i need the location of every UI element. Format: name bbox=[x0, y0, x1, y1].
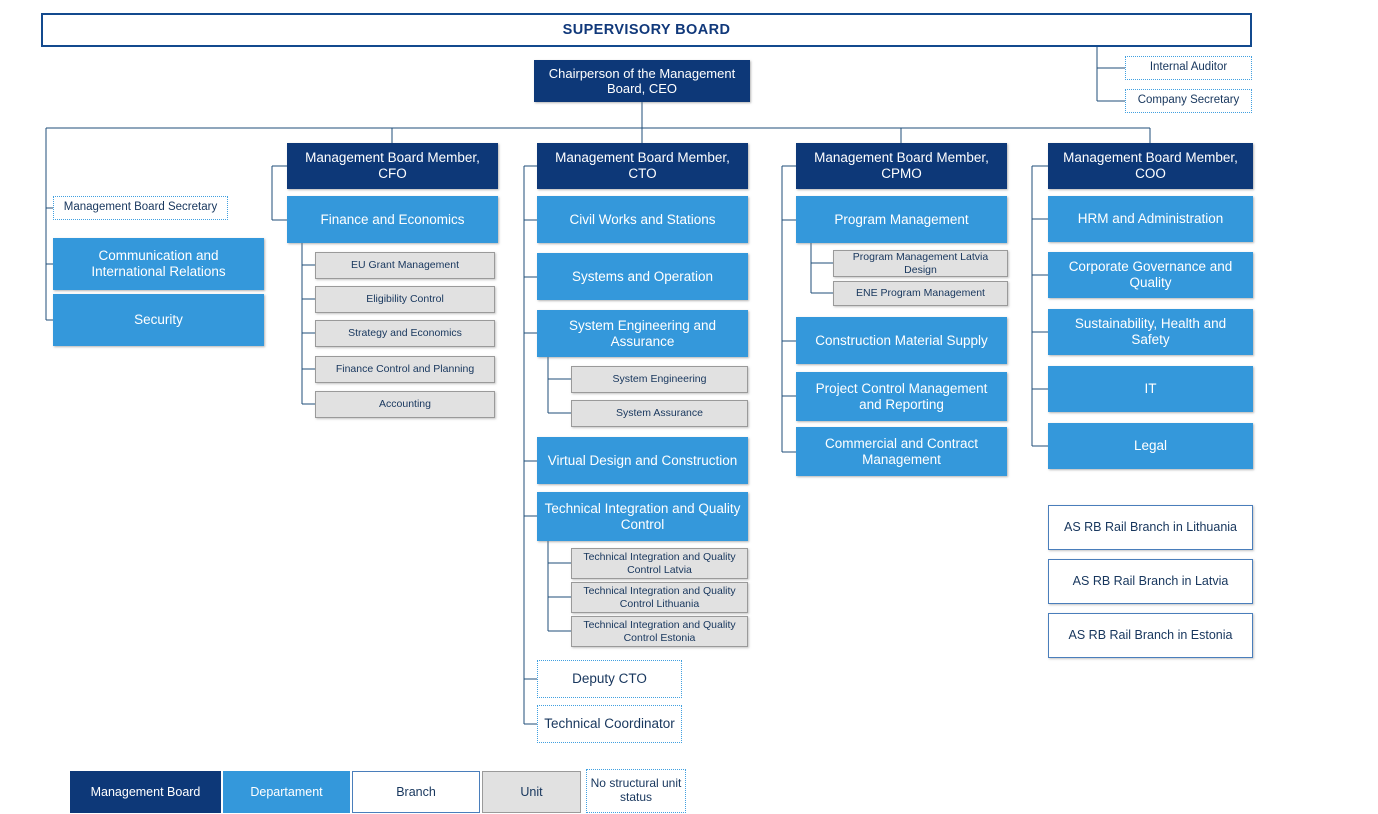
legend-label: Departament bbox=[250, 784, 323, 799]
node-tiqc-estonia[interactable]: Technical Integration and Quality Contro… bbox=[571, 616, 748, 647]
node-eligibility-control[interactable]: Eligibility Control bbox=[315, 286, 495, 313]
node-finance-and-economics[interactable]: Finance and Economics bbox=[287, 196, 498, 243]
node-label: Eligibility Control bbox=[366, 293, 444, 306]
node-civil-works-and-stations[interactable]: Civil Works and Stations bbox=[537, 196, 748, 243]
node-label: ENE Program Management bbox=[856, 287, 985, 300]
node-label: Technical Integration and Quality Contro… bbox=[583, 619, 736, 644]
legend-item-management-board: Management Board bbox=[70, 771, 221, 813]
node-label: Management Board Member, CFO bbox=[305, 150, 480, 181]
node-systems-and-operation[interactable]: Systems and Operation bbox=[537, 253, 748, 300]
node-cfo[interactable]: Management Board Member, CFO bbox=[287, 143, 498, 189]
node-label: Technical Integration and Quality Contro… bbox=[544, 500, 741, 532]
node-label: Communication and International Relation… bbox=[91, 248, 226, 279]
node-label: Chairperson of the Management Board, CEO bbox=[548, 65, 736, 96]
legend-label: Branch bbox=[396, 784, 436, 799]
node-label: System Engineering and Assurance bbox=[568, 317, 717, 349]
node-label: Commercial and Contract Management bbox=[824, 435, 979, 467]
legend-item-branch: Branch bbox=[352, 771, 480, 813]
node-label: System Assurance bbox=[616, 407, 703, 420]
node-technical-integration-and-quality-control[interactable]: Technical Integration and Quality Contro… bbox=[537, 492, 748, 541]
node-label: Technical Integration and Quality Contro… bbox=[583, 585, 736, 610]
node-label: EU Grant Management bbox=[351, 259, 459, 272]
node-construction-material-supply[interactable]: Construction Material Supply bbox=[796, 317, 1007, 364]
node-system-engineering-and-assurance[interactable]: System Engineering and Assurance bbox=[537, 310, 748, 357]
node-label: Management Board Member, CPMO bbox=[814, 150, 989, 181]
node-it[interactable]: IT bbox=[1048, 366, 1253, 412]
node-legal[interactable]: Legal bbox=[1048, 423, 1253, 469]
node-strategy-and-economics[interactable]: Strategy and Economics bbox=[315, 320, 495, 347]
legend-label: Management Board bbox=[90, 784, 201, 799]
node-commercial-and-contract-management[interactable]: Commercial and Contract Management bbox=[796, 427, 1007, 476]
node-label: HRM and Administration bbox=[1077, 211, 1224, 227]
node-label: Construction Material Supply bbox=[815, 332, 988, 348]
node-finance-control-and-planning[interactable]: Finance Control and Planning bbox=[315, 356, 495, 383]
node-label: Strategy and Economics bbox=[348, 327, 462, 340]
node-security[interactable]: Security bbox=[53, 294, 264, 346]
node-label: Internal Auditor bbox=[1149, 61, 1228, 74]
node-branch-lithuania[interactable]: AS RB Rail Branch in Lithuania bbox=[1048, 505, 1253, 550]
node-program-management-latvia-design[interactable]: Program Management Latvia Design bbox=[833, 250, 1008, 277]
node-accounting[interactable]: Accounting bbox=[315, 391, 495, 418]
node-virtual-design-and-construction[interactable]: Virtual Design and Construction bbox=[537, 437, 748, 484]
node-project-control-management-and-reporting[interactable]: Project Control Management and Reporting bbox=[796, 372, 1007, 421]
node-label: IT bbox=[1144, 381, 1157, 397]
node-eu-grant-management[interactable]: EU Grant Management bbox=[315, 252, 495, 279]
node-label: Company Secretary bbox=[1137, 94, 1240, 107]
node-ceo[interactable]: Chairperson of the Management Board, CEO bbox=[534, 60, 750, 102]
node-label: Program Management Latvia Design bbox=[852, 251, 989, 276]
node-label: Program Management bbox=[834, 211, 969, 227]
node-deputy-cto[interactable]: Deputy CTO bbox=[537, 660, 682, 698]
node-label: Finance Control and Planning bbox=[335, 363, 475, 376]
node-label: AS RB Rail Branch in Latvia bbox=[1072, 574, 1229, 589]
node-company-secretary[interactable]: Company Secretary bbox=[1125, 89, 1252, 113]
node-program-management[interactable]: Program Management bbox=[796, 196, 1007, 243]
node-label: Technical Coordinator bbox=[544, 716, 675, 732]
node-label: Management Board Member, COO bbox=[1063, 150, 1238, 181]
node-sustainability-health-and-safety[interactable]: Sustainability, Health and Safety bbox=[1048, 309, 1253, 355]
node-label: Security bbox=[134, 312, 183, 328]
node-branch-latvia[interactable]: AS RB Rail Branch in Latvia bbox=[1048, 559, 1253, 604]
node-cpmo[interactable]: Management Board Member, CPMO bbox=[796, 143, 1007, 189]
node-tiqc-lithuania[interactable]: Technical Integration and Quality Contro… bbox=[571, 582, 748, 613]
node-corporate-governance-and-quality[interactable]: Corporate Governance and Quality bbox=[1048, 252, 1253, 298]
node-label: Deputy CTO bbox=[572, 671, 647, 687]
node-label: Project Control Management and Reporting bbox=[815, 380, 988, 412]
node-system-assurance[interactable]: System Assurance bbox=[571, 400, 748, 427]
node-label: Finance and Economics bbox=[320, 211, 465, 227]
node-tiqc-latvia[interactable]: Technical Integration and Quality Contro… bbox=[571, 548, 748, 579]
node-label: Accounting bbox=[379, 398, 431, 411]
node-label: AS RB Rail Branch in Estonia bbox=[1068, 628, 1233, 643]
legend-label: Unit bbox=[520, 784, 543, 799]
node-hrm-and-administration[interactable]: HRM and Administration bbox=[1048, 196, 1253, 242]
page-title: SUPERVISORY BOARD bbox=[562, 22, 731, 38]
legend-item-departament: Departament bbox=[223, 771, 350, 813]
node-system-engineering[interactable]: System Engineering bbox=[571, 366, 748, 393]
node-label: Legal bbox=[1133, 438, 1168, 454]
supervisory-board-banner: SUPERVISORY BOARD bbox=[41, 13, 1252, 47]
node-technical-coordinator[interactable]: Technical Coordinator bbox=[537, 705, 682, 743]
node-label: Technical Integration and Quality Contro… bbox=[583, 551, 736, 576]
node-label: Corporate Governance and Quality bbox=[1068, 259, 1233, 290]
node-label: Management Board Member, CTO bbox=[555, 150, 730, 181]
node-label: AS RB Rail Branch in Lithuania bbox=[1063, 520, 1237, 535]
legend-label: No structural unit status bbox=[590, 776, 682, 804]
node-internal-auditor[interactable]: Internal Auditor bbox=[1125, 56, 1252, 80]
node-label: Management Board Secretary bbox=[63, 201, 218, 214]
node-label: Systems and Operation bbox=[571, 268, 714, 284]
legend-item-no-structural-unit-status: No structural unit status bbox=[586, 769, 686, 813]
legend-item-unit: Unit bbox=[482, 771, 581, 813]
node-coo[interactable]: Management Board Member, COO bbox=[1048, 143, 1253, 189]
node-label: Virtual Design and Construction bbox=[547, 452, 738, 468]
node-label: Civil Works and Stations bbox=[569, 211, 716, 227]
node-cto[interactable]: Management Board Member, CTO bbox=[537, 143, 748, 189]
node-label: Sustainability, Health and Safety bbox=[1074, 316, 1227, 347]
node-communication-and-international-relations[interactable]: Communication and International Relation… bbox=[53, 238, 264, 290]
node-branch-estonia[interactable]: AS RB Rail Branch in Estonia bbox=[1048, 613, 1253, 658]
node-ene-program-management[interactable]: ENE Program Management bbox=[833, 281, 1008, 306]
node-management-board-secretary[interactable]: Management Board Secretary bbox=[53, 196, 228, 220]
node-label: System Engineering bbox=[612, 373, 707, 386]
